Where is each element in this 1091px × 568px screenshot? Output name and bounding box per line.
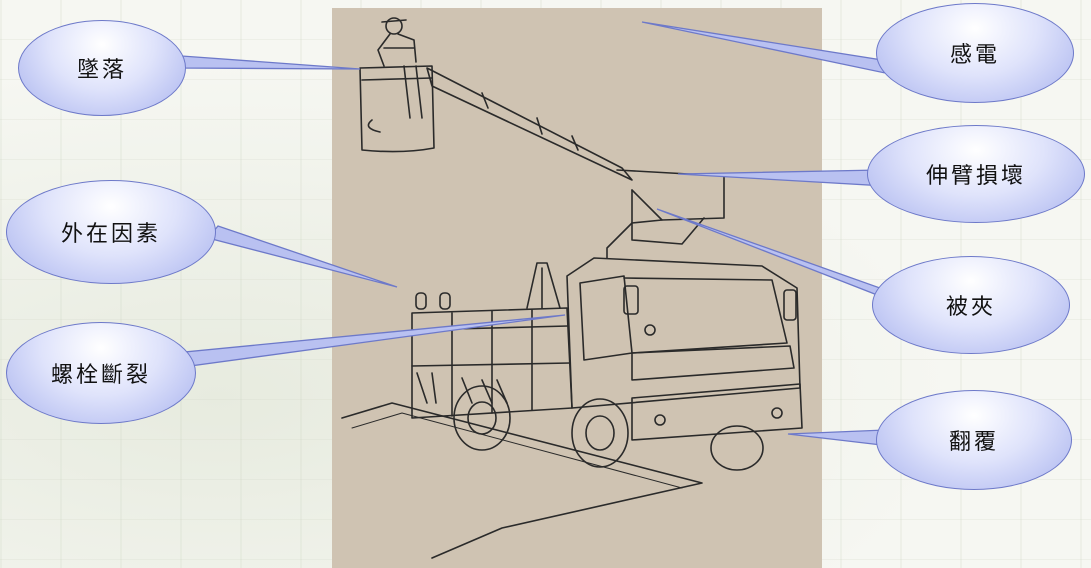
pointer-overturn [788, 430, 890, 446]
pointer-fall [175, 56, 360, 69]
callout-boom-damage: 伸臂損壞 [867, 125, 1085, 223]
callout-fall: 墜落 [18, 20, 186, 116]
callout-label: 感電 [950, 37, 1000, 69]
pointer-electrocution [642, 22, 890, 74]
callout-overturn: 翻覆 [876, 390, 1072, 490]
callout-label: 翻覆 [949, 424, 999, 456]
pointer-caught-between [657, 209, 890, 300]
callout-label: 被夾 [946, 289, 996, 321]
callout-electrocution: 感電 [876, 3, 1074, 103]
pointer-external-factors [208, 226, 397, 287]
callout-external-factors: 外在因素 [6, 180, 216, 284]
pointer-bolt-fracture [185, 315, 565, 366]
callout-bolt-fracture: 螺栓斷裂 [6, 322, 196, 424]
callout-label: 伸臂損壞 [926, 158, 1026, 190]
pointer-boom-damage [678, 170, 886, 186]
callout-label: 螺栓斷裂 [51, 357, 151, 389]
callout-label: 墜落 [77, 52, 127, 84]
callout-label: 外在因素 [61, 216, 161, 248]
callout-caught-between: 被夾 [872, 256, 1070, 354]
